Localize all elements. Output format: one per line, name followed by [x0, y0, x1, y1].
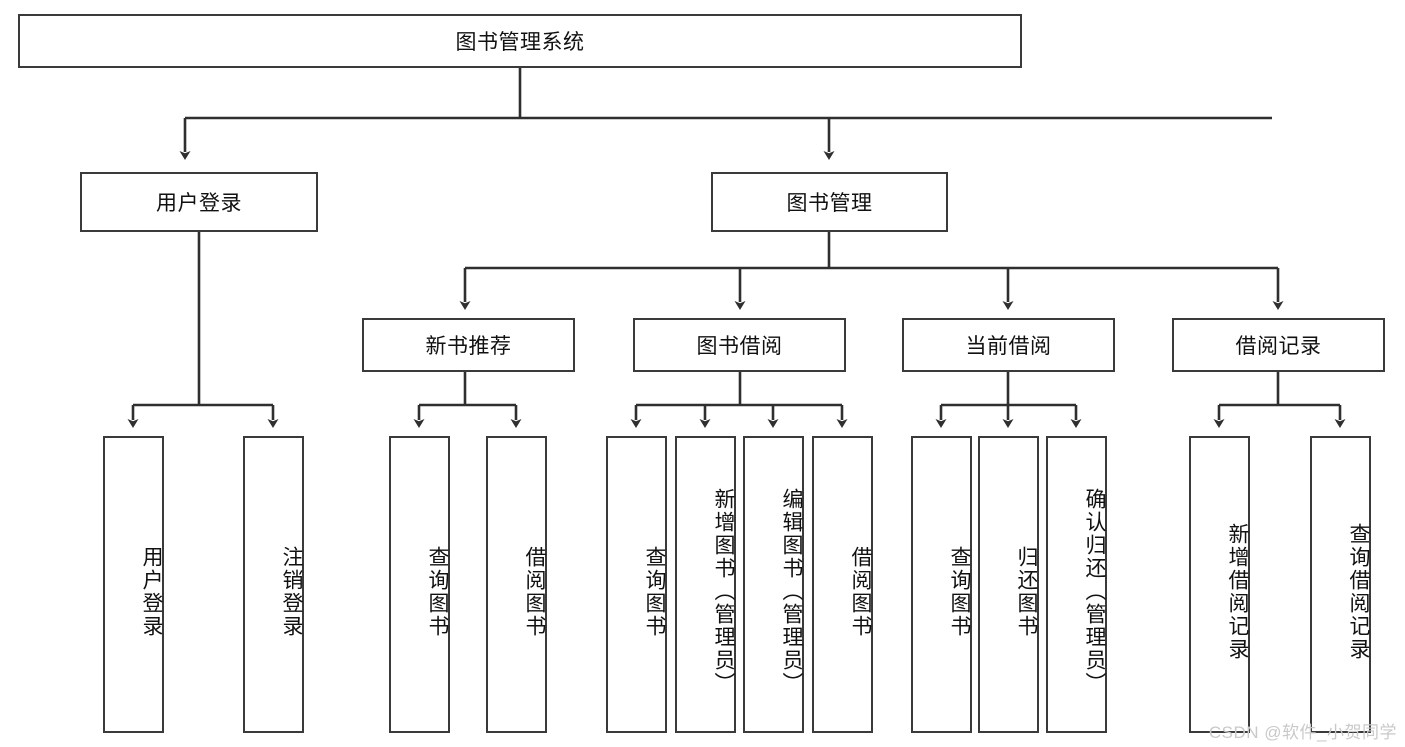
node-book-manage[interactable]: 图书管理 [711, 172, 948, 232]
node-label: 用户登录 [156, 192, 242, 215]
leaf-edit-book[interactable]: 编辑图书（管理员） [743, 436, 804, 733]
node-label: 借阅图书 [849, 545, 872, 638]
node-label: 归还图书 [1015, 545, 1038, 638]
node-label: 图书借阅 [696, 335, 783, 358]
leaf-query-book-3[interactable]: 查询图书 [911, 436, 972, 733]
node-root[interactable]: 图书管理系统 [18, 14, 1022, 68]
node-new-book-recommend[interactable]: 新书推荐 [362, 318, 575, 372]
node-label: 查询图书 [643, 545, 666, 638]
node-label: 新书推荐 [425, 335, 512, 358]
node-user-login[interactable]: 用户登录 [80, 172, 318, 232]
node-label: 当前借阅 [965, 335, 1052, 358]
leaf-borrow-book-2[interactable]: 借阅图书 [812, 436, 873, 733]
leaf-add-record[interactable]: 新增借阅记录 [1189, 436, 1250, 733]
node-label: 查询图书 [426, 545, 449, 638]
node-label: 确认归还（管理员） [1083, 488, 1106, 695]
node-label: 注销登录 [280, 545, 303, 638]
node-label: 查询图书 [948, 545, 971, 638]
node-label: 图书管理 [786, 192, 873, 215]
node-label: 图书管理系统 [455, 31, 585, 54]
node-current-borrow[interactable]: 当前借阅 [902, 318, 1115, 372]
leaf-borrow-book-1[interactable]: 借阅图书 [486, 436, 547, 733]
node-borrow-record[interactable]: 借阅记录 [1172, 318, 1385, 372]
leaf-add-book[interactable]: 新增图书（管理员） [675, 436, 736, 733]
node-label: 借阅图书 [523, 545, 546, 638]
node-book-borrow[interactable]: 图书借阅 [633, 318, 846, 372]
leaf-query-record[interactable]: 查询借阅记录 [1310, 436, 1371, 733]
leaf-user-login[interactable]: 用户登录 [103, 436, 164, 733]
node-label: 新增借阅记录 [1226, 522, 1249, 661]
node-label: 用户登录 [140, 545, 163, 638]
watermark: CSDN @软件_小贺同学 [1208, 723, 1397, 742]
node-label: 借阅记录 [1235, 335, 1322, 358]
node-label: 新增图书（管理员） [712, 488, 735, 695]
leaf-user-logout[interactable]: 注销登录 [243, 436, 304, 733]
leaf-confirm-return[interactable]: 确认归还（管理员） [1046, 436, 1107, 733]
leaf-return-book[interactable]: 归还图书 [978, 436, 1039, 733]
leaf-query-book-2[interactable]: 查询图书 [606, 436, 667, 733]
node-label: 查询借阅记录 [1347, 522, 1370, 661]
leaf-query-book-1[interactable]: 查询图书 [389, 436, 450, 733]
node-label: 编辑图书（管理员） [780, 488, 803, 695]
